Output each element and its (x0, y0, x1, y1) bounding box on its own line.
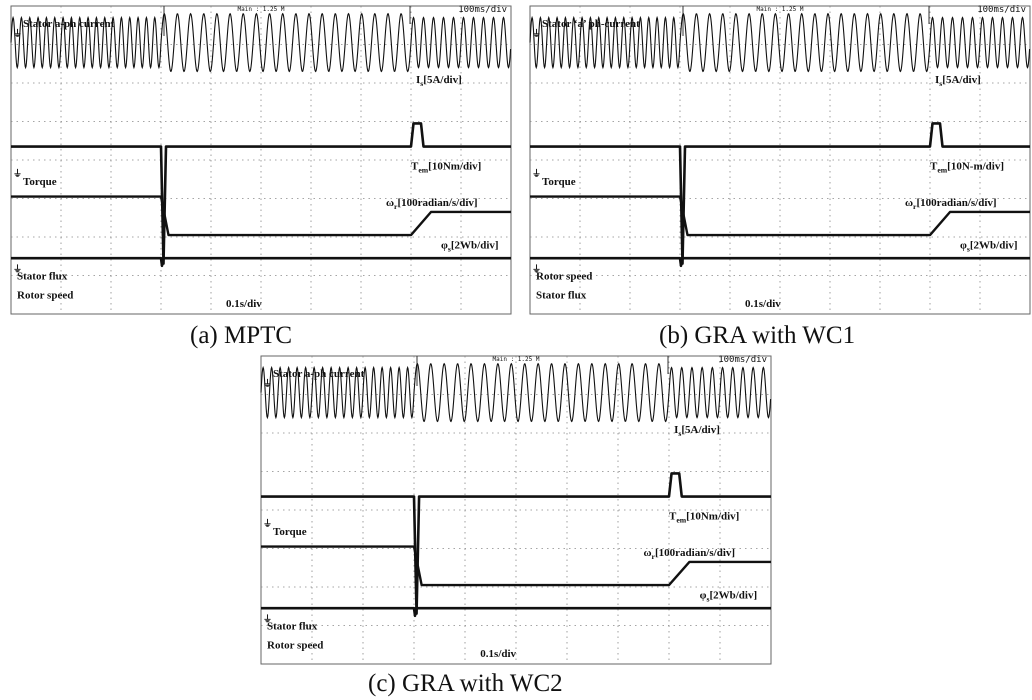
ground-marker-icon: ⏚ (13, 264, 22, 274)
left-channel-label-2: Stator flux (536, 290, 587, 302)
flux-scale-label: φs[2Wb/div] (960, 240, 1018, 254)
ground-marker-icon: ⏚ (263, 519, 272, 529)
div-corner-label: 100ms/div (977, 5, 1026, 15)
current-channel-label: Stator a-ph current (273, 368, 365, 380)
ground-marker-icon: ⏚ (13, 169, 22, 179)
trace-stator-current (260, 362, 772, 423)
current-scale-label: Is[5A/div] (416, 74, 462, 88)
timebase-label: Main : 1.25 M (757, 6, 804, 13)
trace-stator-current (10, 12, 512, 73)
current-channel-label: Stator ‘a’ ph-current (542, 18, 640, 30)
caption-b: (b) GRA with WC1 (659, 322, 856, 349)
trace-stator-current (529, 12, 1031, 73)
left-channel-label-2: Rotor speed (267, 640, 323, 652)
torque-scale-label: Tem[10N-m/div] (930, 161, 1004, 175)
timebase-label: Main : 1.25 M (238, 6, 285, 13)
time-scale-label: 0.1s/div (480, 648, 516, 660)
ground-marker-icon: ⏚ (263, 379, 272, 389)
speed-scale-label: ωr[100radian/s/div] (386, 197, 478, 211)
ground-marker-icon: ⏚ (532, 169, 541, 179)
torque-scale-label: Tem[10Nm/div] (411, 161, 481, 175)
ground-marker-icon: ⏚ (532, 29, 541, 39)
trace-torque (11, 122, 511, 265)
div-corner-label: 100ms/div (458, 5, 507, 15)
flux-scale-label: φs[2Wb/div] (441, 240, 499, 254)
trace-torque (530, 122, 1030, 265)
trace-torque (261, 472, 771, 615)
current-scale-label: Is[5A/div] (935, 74, 981, 88)
flux-scale-label: φs[2Wb/div] (700, 590, 758, 604)
timebase-label: Main : 1.25 M (493, 356, 540, 363)
caption-c: (c) GRA with WC2 (368, 670, 563, 697)
ground-marker-icon: ⏚ (13, 29, 22, 39)
time-scale-label: 0.1s/div (745, 298, 781, 310)
torque-channel-label: Torque (23, 176, 57, 188)
trace-stator-flux (11, 256, 511, 268)
ground-marker-icon: ⏚ (263, 614, 272, 624)
trace-stator-flux (261, 606, 771, 618)
caption-a: (a) MPTC (190, 322, 293, 349)
trace-stator-flux (530, 256, 1030, 268)
torque-channel-label: Torque (273, 526, 307, 538)
left-channel-label-1: Rotor speed (536, 270, 592, 282)
left-channel-label-1: Stator flux (267, 620, 318, 632)
trace-rotor-speed (11, 195, 511, 237)
ground-marker-icon: ⏚ (532, 264, 541, 274)
current-scale-label: Is[5A/div] (674, 424, 720, 438)
speed-scale-label: ωr[100radian/s/div] (905, 197, 997, 211)
torque-scale-label: Tem[10Nm/div] (669, 511, 739, 525)
left-channel-label-1: Stator flux (17, 270, 68, 282)
scope-grid (261, 356, 771, 664)
trace-rotor-speed (261, 545, 771, 587)
current-channel-label: Stator a-ph current (23, 18, 115, 30)
trace-rotor-speed (530, 195, 1030, 237)
speed-scale-label: ωr[100radian/s/div] (644, 547, 736, 561)
div-corner-label: 100ms/div (718, 355, 767, 365)
time-scale-label: 0.1s/div (226, 298, 262, 310)
torque-channel-label: Torque (542, 176, 576, 188)
left-channel-label-2: Rotor speed (17, 290, 73, 302)
